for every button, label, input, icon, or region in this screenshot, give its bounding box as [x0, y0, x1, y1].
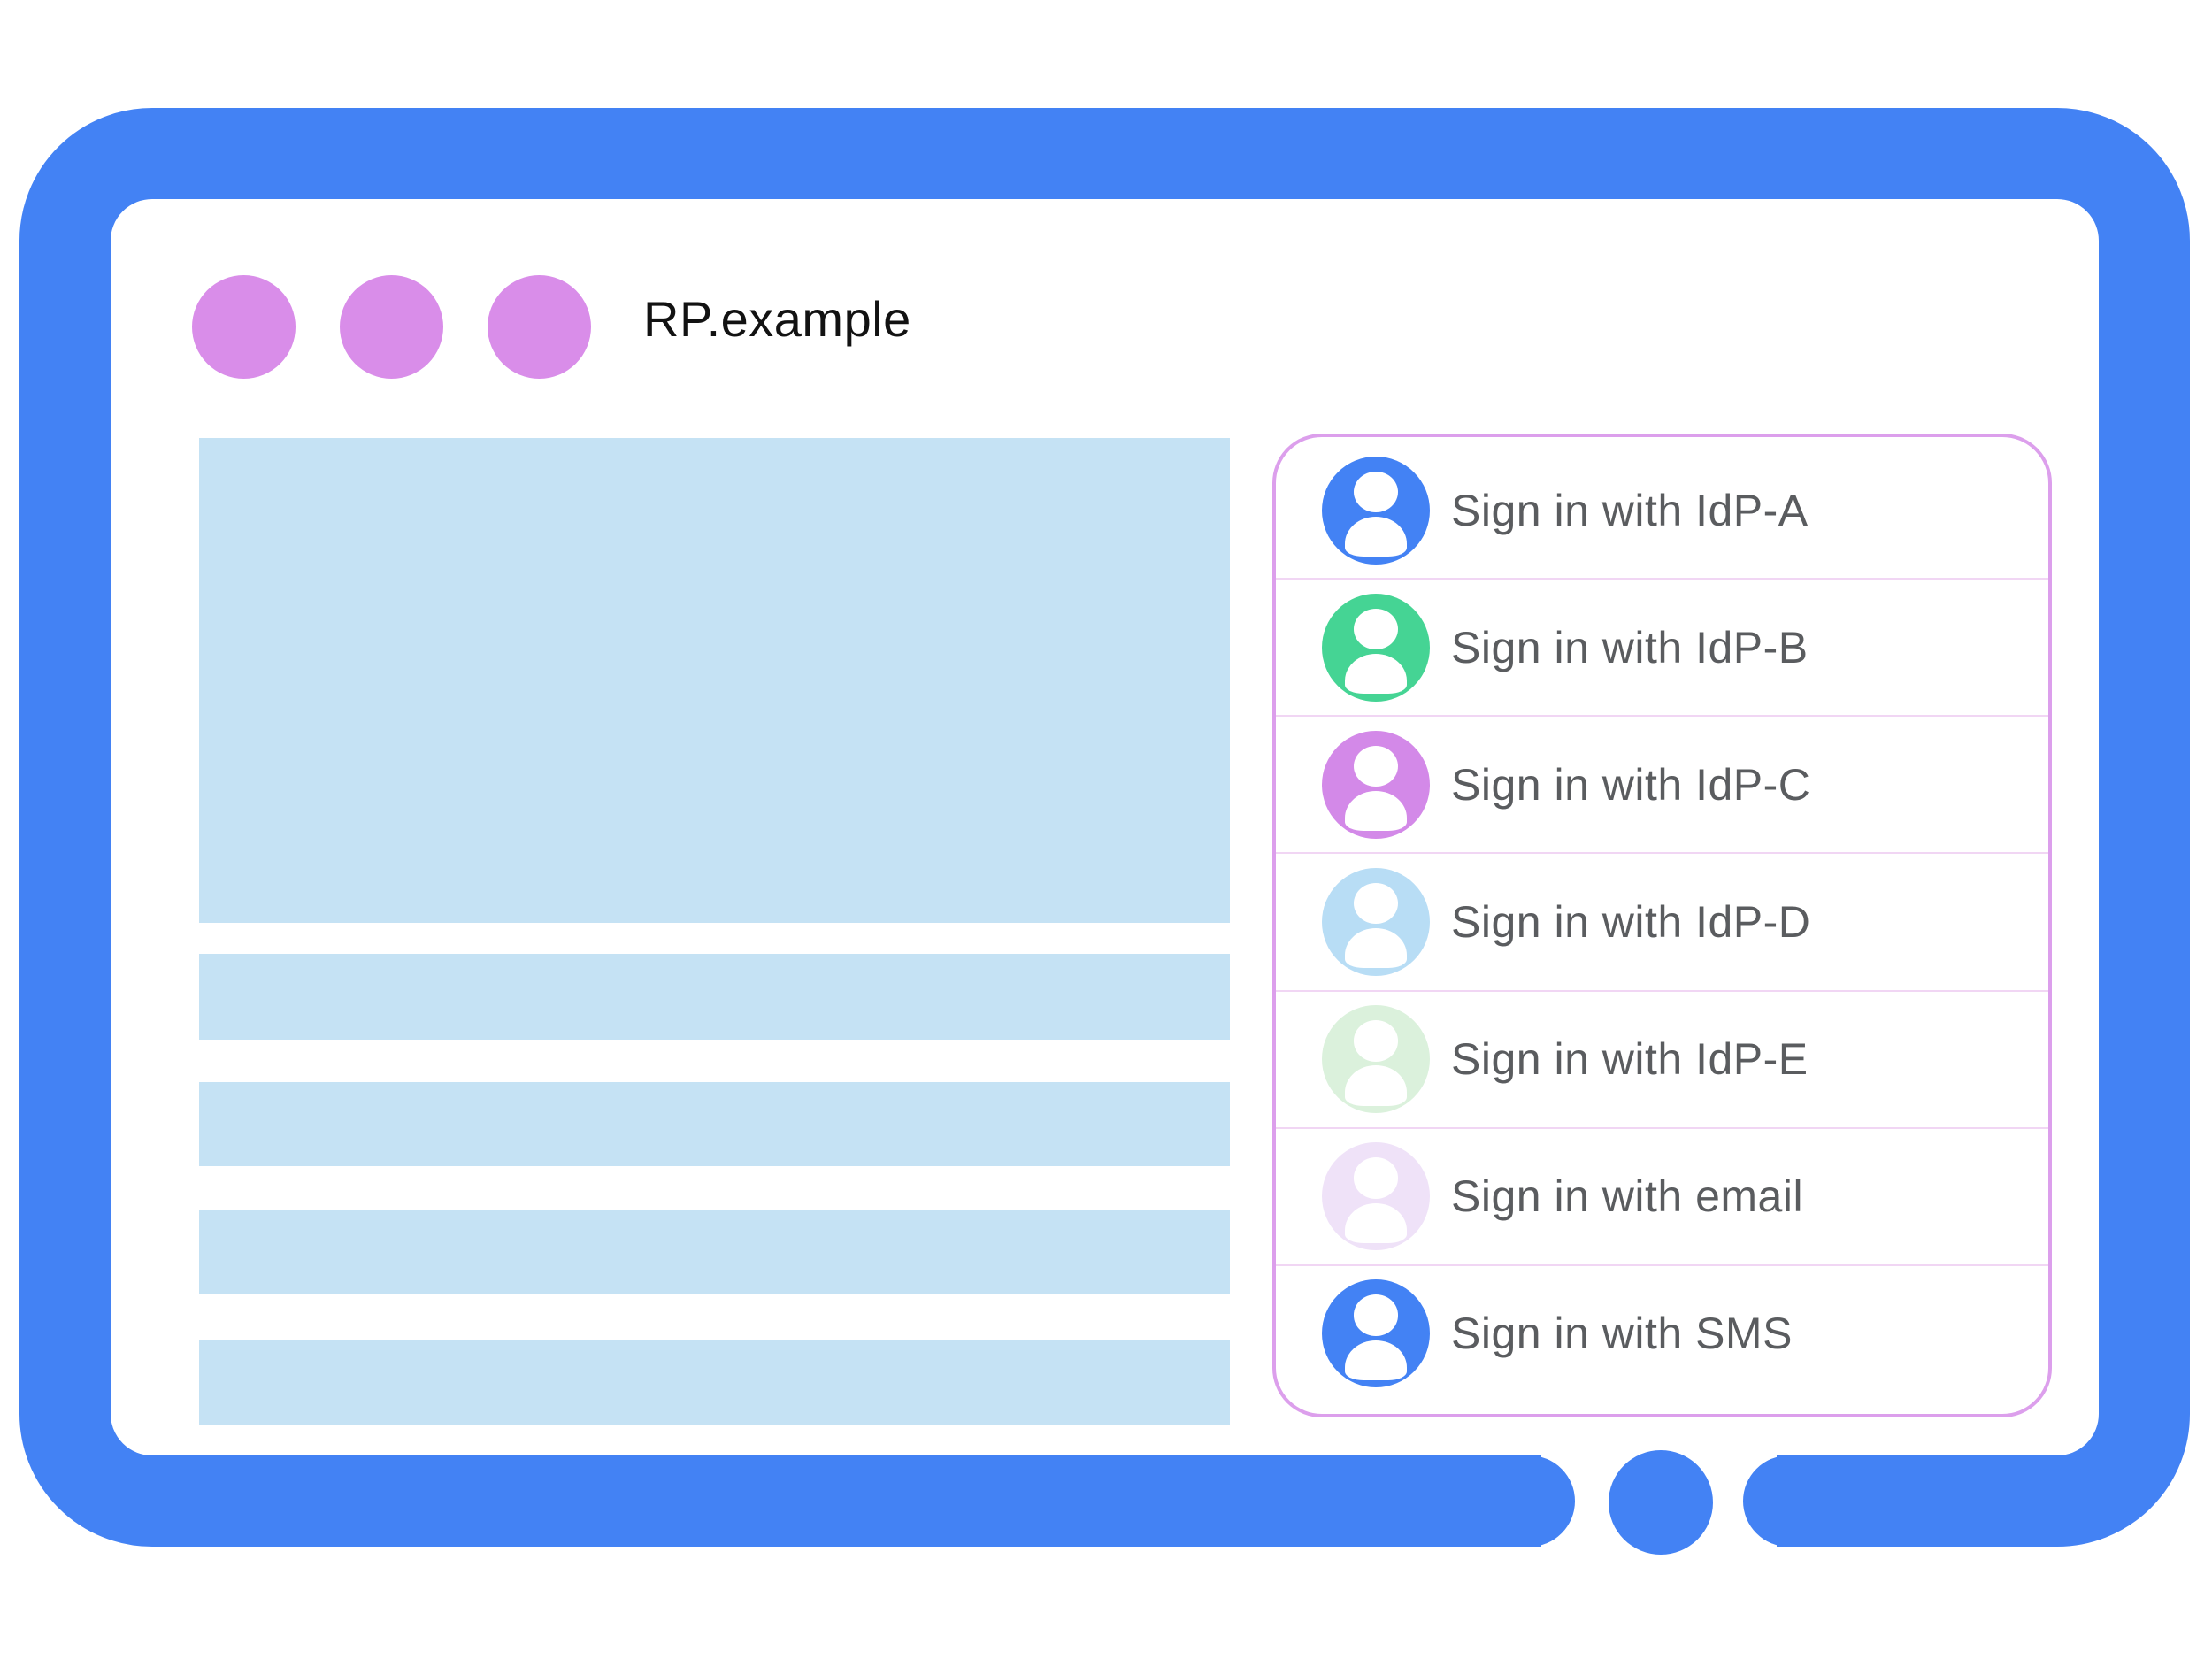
- person-avatar-icon: [1322, 730, 1430, 839]
- signin-option-row-1[interactable]: Sign in with IdP-A: [1276, 442, 2048, 578]
- person-avatar-icon: [1322, 1142, 1430, 1251]
- signin-option-row-7[interactable]: Sign in with SMS: [1276, 1263, 2048, 1402]
- stand-circle: [1609, 1450, 1713, 1555]
- avatar-shoulders: [1344, 928, 1408, 969]
- text-line-placeholder: [199, 1082, 1230, 1166]
- signin-option-label: Sign in with IdP-B: [1451, 622, 1809, 672]
- avatar-head: [1353, 1294, 1398, 1336]
- avatar-head: [1353, 1020, 1398, 1062]
- signin-option-label: Sign in with SMS: [1451, 1309, 1793, 1359]
- text-line-placeholder: [199, 1340, 1230, 1425]
- signin-option-row-6[interactable]: Sign in with email: [1276, 1126, 2048, 1264]
- signin-option-row-2[interactable]: Sign in with IdP-B: [1276, 578, 2048, 715]
- signin-option-row-5[interactable]: Sign in with IdP-E: [1276, 989, 2048, 1127]
- avatar-head: [1353, 745, 1398, 787]
- frame-bottom-bar-right-cap: [1743, 1455, 1853, 1547]
- signin-option-label: Sign in with IdP-E: [1451, 1034, 1809, 1085]
- signin-option-row-4[interactable]: Sign in with IdP-D: [1276, 852, 2048, 989]
- person-avatar-icon: [1322, 1005, 1430, 1114]
- hero-placeholder: [199, 438, 1230, 923]
- text-line-placeholder: [199, 1210, 1230, 1294]
- signin-option-row-3[interactable]: Sign in with IdP-C: [1276, 715, 2048, 852]
- avatar-head: [1353, 883, 1398, 925]
- avatar-shoulders: [1344, 791, 1408, 832]
- avatar-shoulders: [1344, 1340, 1408, 1380]
- signin-option-label: Sign in with email: [1451, 1171, 1804, 1222]
- window-dot[interactable]: [340, 275, 443, 379]
- signin-option-label: Sign in with IdP-A: [1451, 485, 1809, 535]
- window-dot[interactable]: [192, 275, 296, 379]
- text-line-placeholder: [199, 954, 1230, 1040]
- person-avatar-icon: [1322, 593, 1430, 702]
- frame-bottom-bar-left-cap: [1465, 1455, 1575, 1547]
- avatar-head: [1353, 1157, 1398, 1199]
- avatar-shoulders: [1344, 1202, 1408, 1243]
- avatar-shoulders: [1344, 654, 1408, 695]
- avatar-shoulders: [1344, 1065, 1408, 1106]
- signin-option-label: Sign in with IdP-D: [1451, 896, 1811, 947]
- person-avatar-icon: [1322, 456, 1430, 565]
- person-avatar-icon: [1322, 1279, 1430, 1388]
- window-dot[interactable]: [488, 275, 591, 379]
- signin-option-label: Sign in with IdP-C: [1451, 759, 1811, 810]
- signin-panel: Sign in with IdP-A Sign in with IdP-B Si…: [1272, 434, 2052, 1417]
- avatar-head: [1353, 608, 1398, 650]
- avatar-shoulders: [1344, 516, 1408, 557]
- site-title: RP.example: [643, 291, 911, 347]
- person-avatar-icon: [1322, 867, 1430, 976]
- avatar-head: [1353, 471, 1398, 512]
